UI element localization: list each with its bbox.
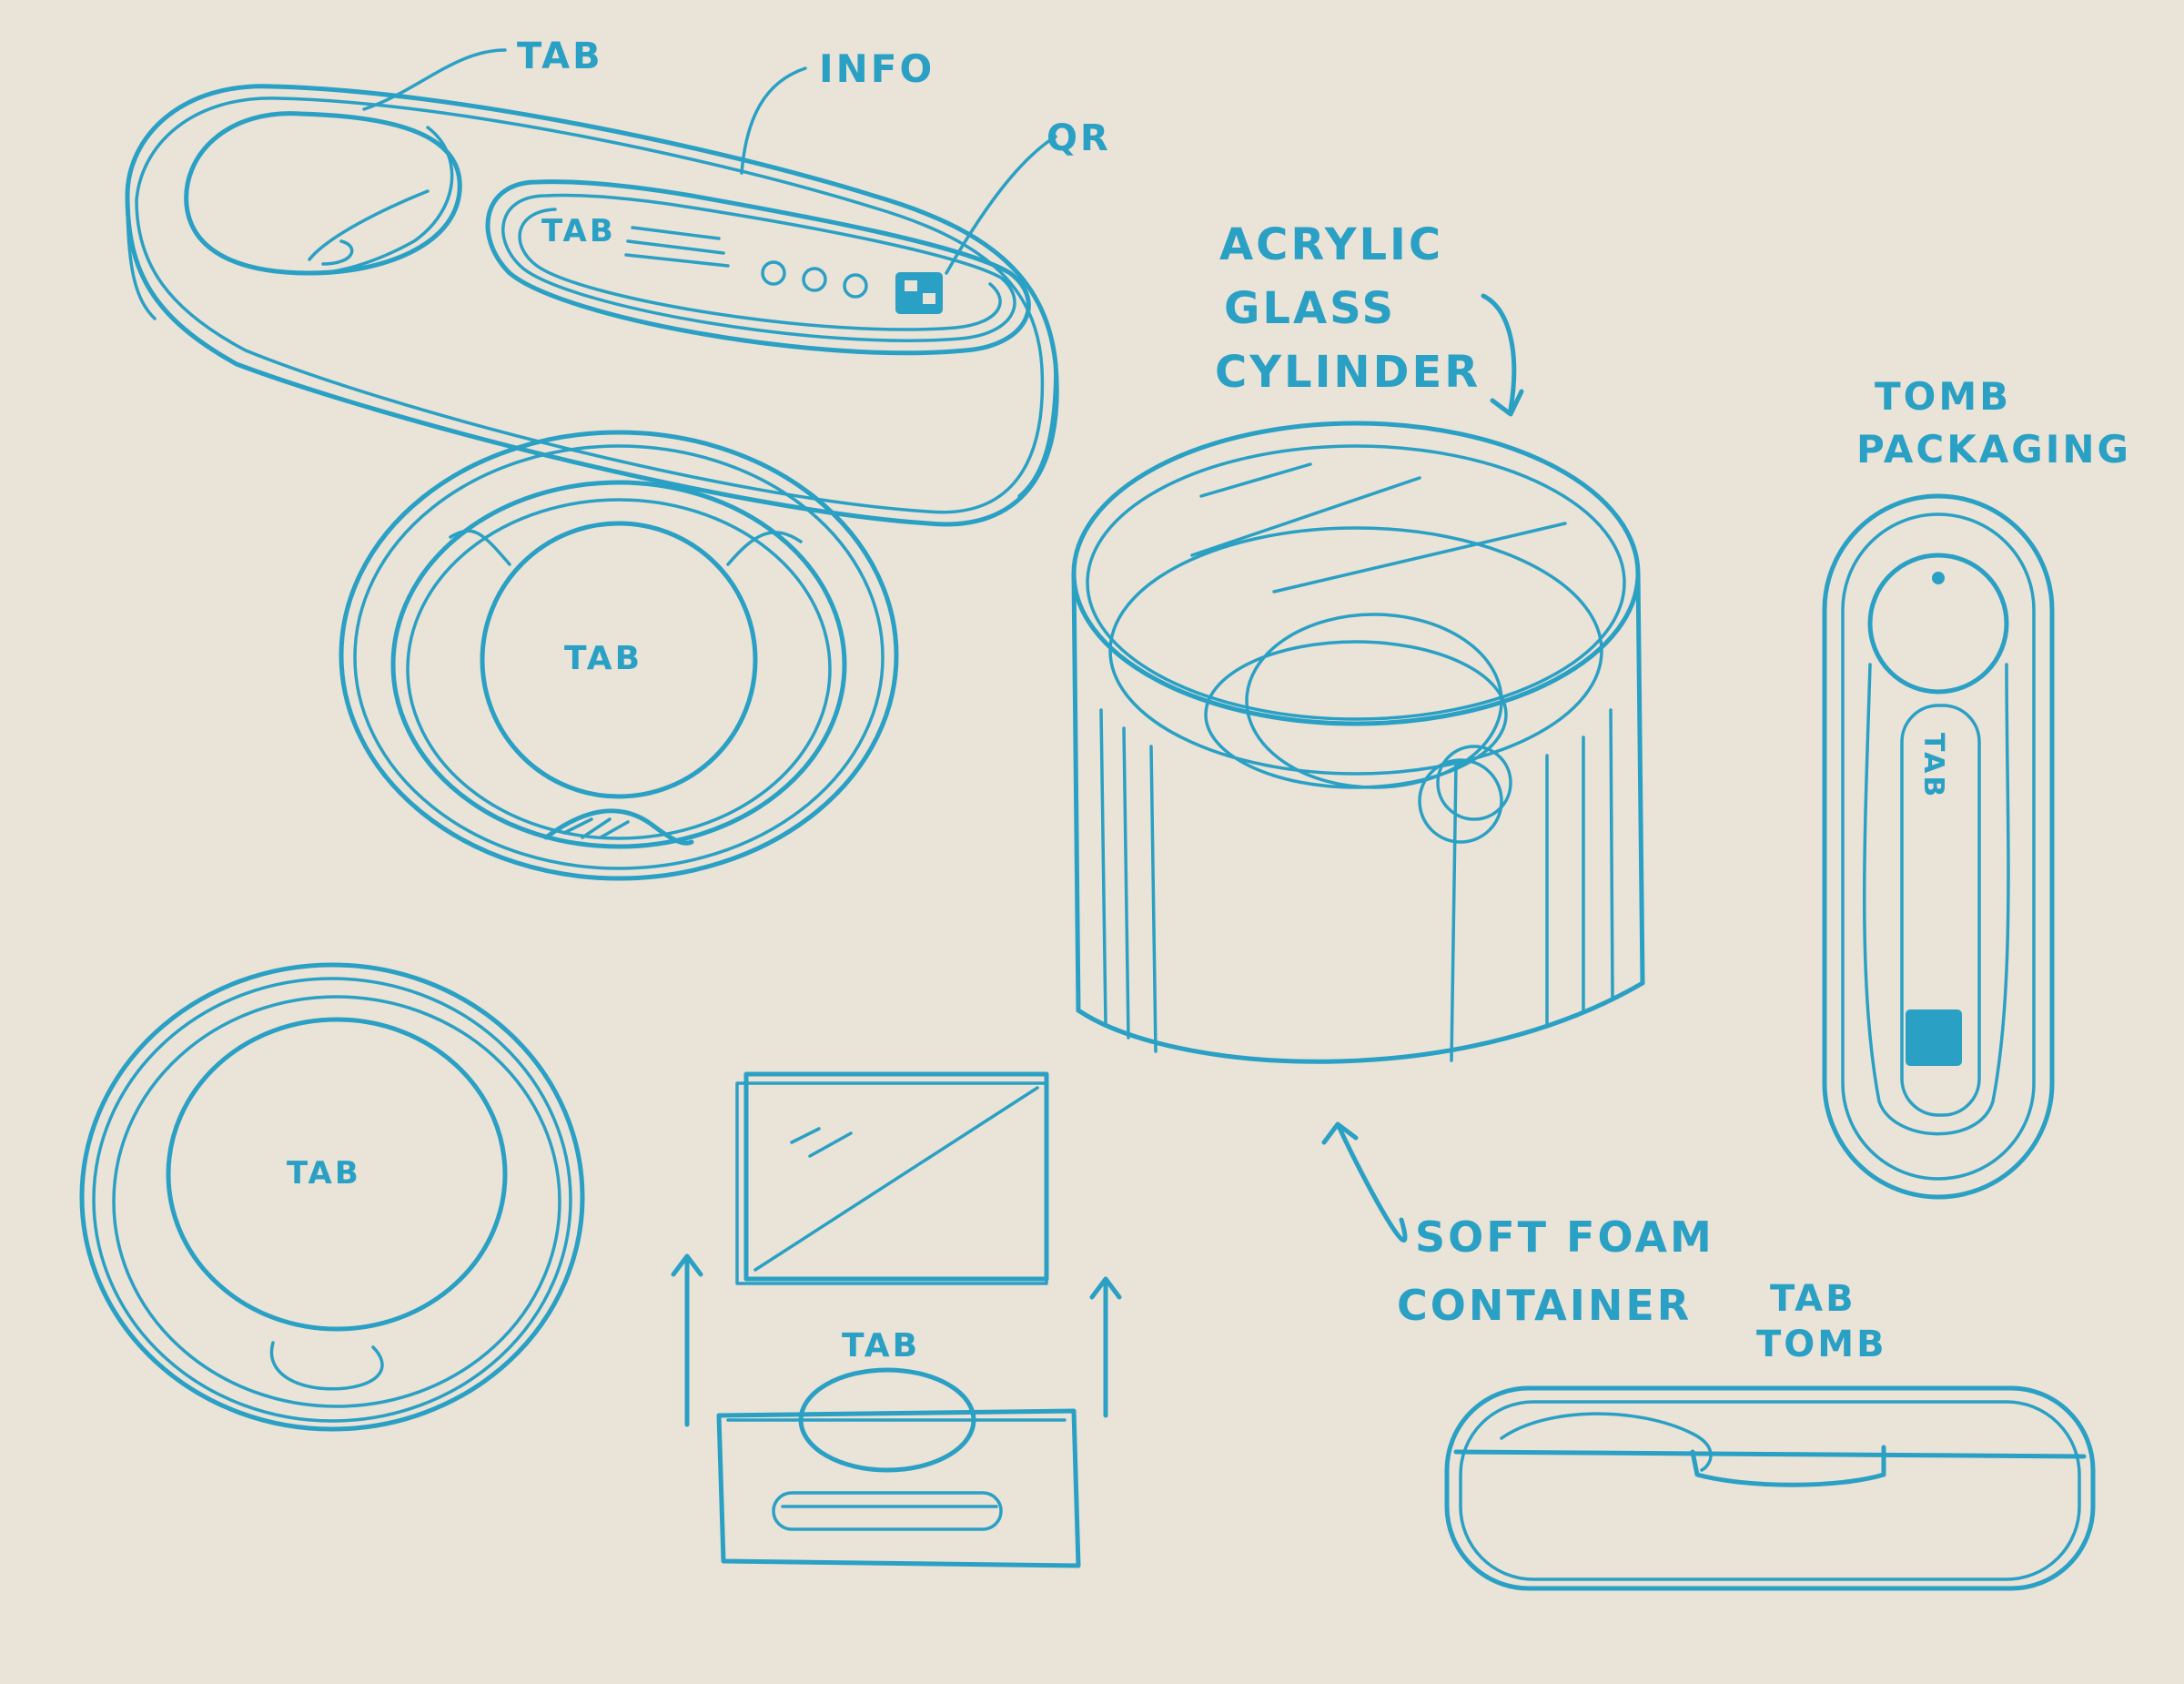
label-tomb-vertical-tab: TAB bbox=[1917, 733, 1949, 799]
round-case-sketch bbox=[339, 430, 899, 881]
label-ring-case-tab: TAB bbox=[287, 1155, 361, 1192]
foam-callout-arrow bbox=[1321, 1121, 1408, 1243]
label-round-case-tab: TAB bbox=[564, 640, 642, 677]
label-acrylic-line2: GLASS bbox=[1224, 283, 1396, 334]
label-qr-callout: QR bbox=[1046, 117, 1111, 159]
acrylic-cylinder-sketch bbox=[1071, 421, 1645, 1064]
tab-tomb-sketch bbox=[1444, 1385, 2096, 1591]
label-info-callout: INFO bbox=[819, 46, 935, 91]
oval-tray-sketch bbox=[125, 84, 1059, 527]
acrylic-box-sketch bbox=[671, 1071, 1122, 1568]
ring-case-sketch bbox=[79, 962, 585, 1432]
label-box-tab: TAB bbox=[842, 1327, 920, 1364]
tomb-packaging-sketch bbox=[1822, 493, 2055, 1200]
label-tab-tomb-line2: TOMB bbox=[1756, 1324, 1887, 1365]
label-foam-line2: CONTAINER bbox=[1397, 1281, 1692, 1330]
callout-leaders bbox=[362, 48, 1057, 275]
label-acrylic-line3: CYLINDER bbox=[1215, 347, 1481, 398]
label-acrylic-line1: ACRYLIC bbox=[1219, 219, 1443, 270]
label-tab-tomb-line1: TAB bbox=[1770, 1278, 1856, 1320]
label-foam-line1: SOFT FOAM bbox=[1415, 1212, 1714, 1262]
label-tomb-line1: TOMB bbox=[1875, 374, 2011, 419]
label-tomb-line2: PACKAGING bbox=[1856, 427, 2131, 472]
acrylic-callout-arrow bbox=[1481, 293, 1524, 417]
label-tab-callout: TAB bbox=[517, 36, 603, 77]
label-oval-inner-tab: TAB bbox=[541, 213, 616, 249]
